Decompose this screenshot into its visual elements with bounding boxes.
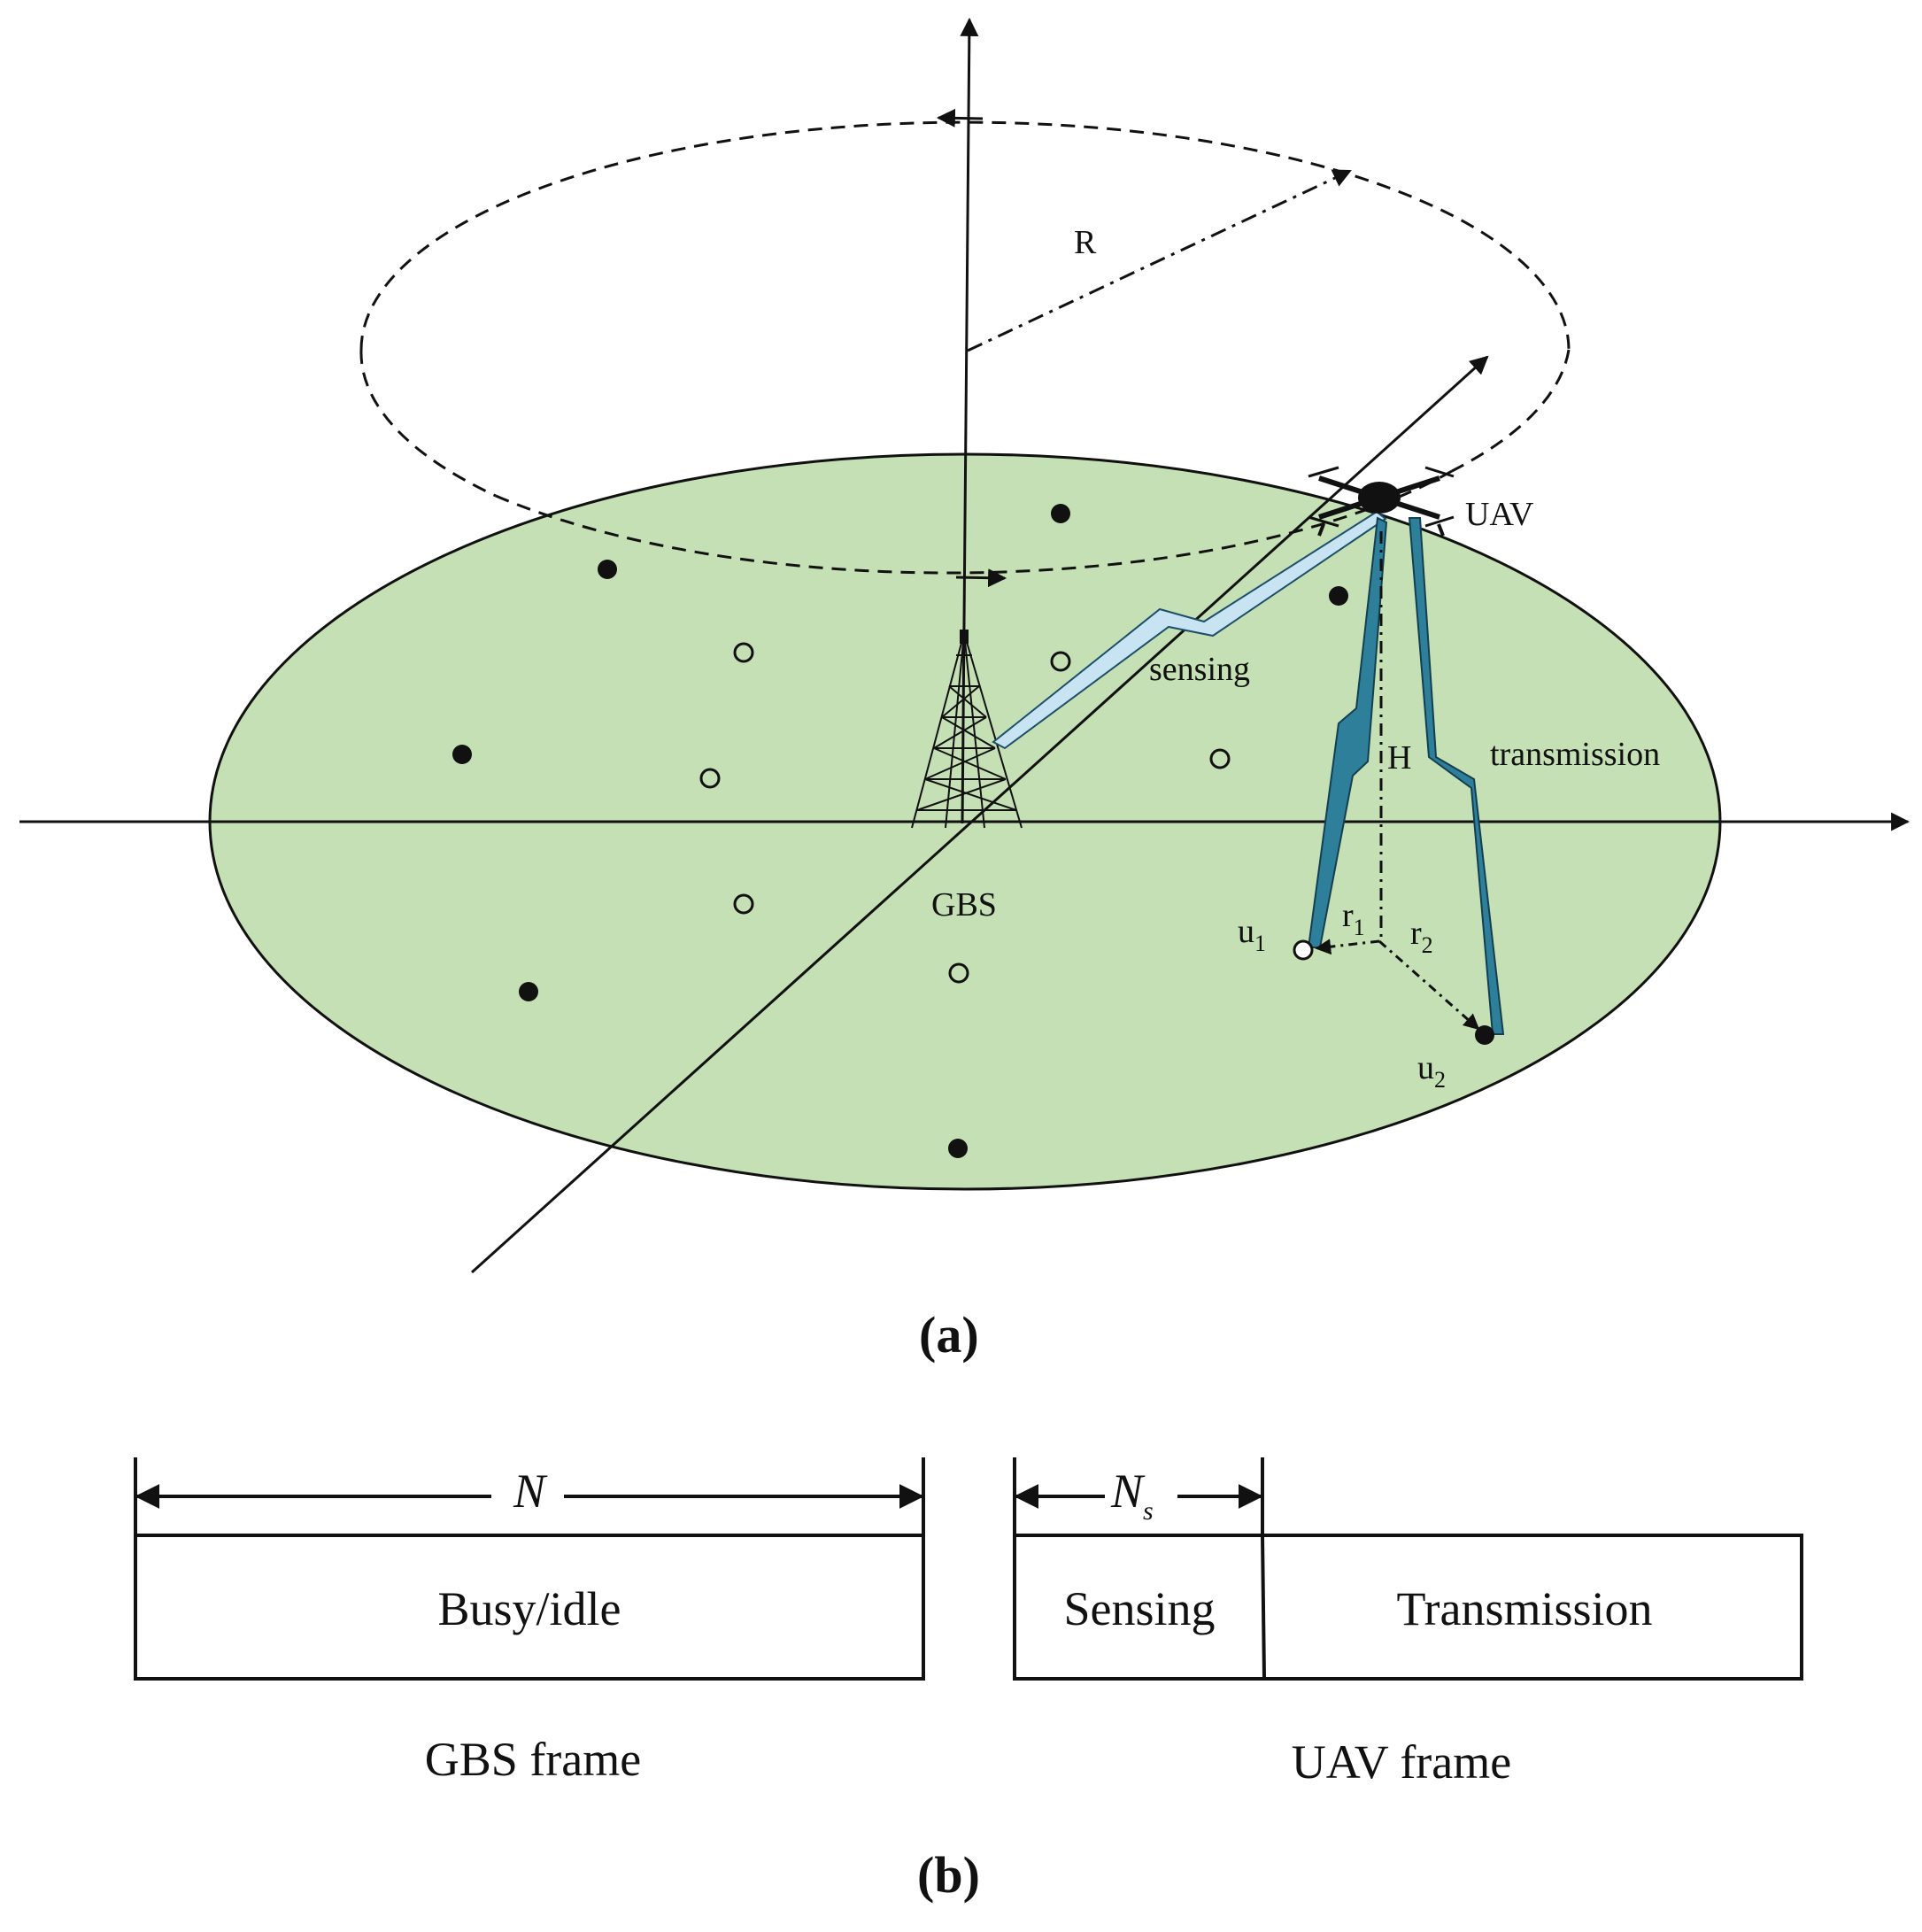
sensing-length-label: Ns xyxy=(1110,1464,1154,1526)
user-hollow xyxy=(1209,748,1231,769)
r2-label: r2 xyxy=(1410,915,1433,958)
user-u1 xyxy=(1293,939,1314,961)
r1-line xyxy=(1315,939,1380,955)
r2-subscript: 2 xyxy=(1422,932,1433,958)
uav-icon xyxy=(1308,466,1455,537)
uav-frame-divider xyxy=(1261,1534,1266,1680)
flight-circle-back-right xyxy=(1451,349,1571,473)
uav-frame-diagram: Ns Sensing Transmission UAV frame xyxy=(1013,1457,1803,1789)
u2-label: u2 xyxy=(1417,1049,1446,1093)
panel-b-caption: (b) xyxy=(917,1846,980,1904)
user-hollow xyxy=(948,962,969,984)
gbs-tower-icon xyxy=(911,630,1023,829)
user-filled xyxy=(1329,586,1348,606)
gbs-label: GBS xyxy=(931,886,997,923)
r1-label: r1 xyxy=(1342,897,1365,940)
transmission-label: transmission xyxy=(1490,736,1660,773)
sensing-block-label: Sensing xyxy=(1063,1582,1215,1635)
ground-users xyxy=(452,504,1348,1158)
u1-subscript: 1 xyxy=(1254,931,1266,956)
transmission-bolt-u2 xyxy=(1408,517,1505,1035)
sensing-bolt xyxy=(992,510,1387,750)
panel-b: N Busy/idle GBS frame Ns Sensing Transmi… xyxy=(134,1457,1803,1904)
user-filled xyxy=(598,560,617,579)
transmission-block-label: Transmission xyxy=(1396,1582,1652,1635)
user-u2 xyxy=(1475,1025,1494,1045)
busy-idle-block xyxy=(134,1534,925,1681)
flight-circle-front xyxy=(495,469,1453,575)
user-filled xyxy=(519,982,538,1001)
gbs-frame-label: GBS frame xyxy=(425,1733,641,1786)
uav-frame-block xyxy=(1013,1534,1803,1681)
sensing-label: sensing xyxy=(1149,651,1250,688)
panel-a: R xyxy=(19,17,1910,1364)
uav-frame-label: UAV frame xyxy=(1292,1735,1511,1789)
flight-circle-back xyxy=(359,120,1571,351)
sensing-length-subscript: s xyxy=(1143,1496,1154,1526)
user-filled xyxy=(948,1139,968,1158)
busy-idle-label: Busy/idle xyxy=(437,1582,621,1635)
flight-direction-arrow-top xyxy=(936,108,984,128)
gbs-frame-length-label: N xyxy=(513,1464,548,1518)
uav-label: UAV xyxy=(1465,496,1534,533)
flight-circle-back-left xyxy=(359,349,497,498)
u2-subscript: 2 xyxy=(1434,1067,1446,1093)
radius-label: R xyxy=(1074,224,1097,261)
u1-label: u1 xyxy=(1238,913,1266,956)
radius-line xyxy=(967,169,1352,352)
user-filled xyxy=(452,745,472,764)
user-hollow xyxy=(1050,651,1071,672)
gbs-frame-diagram: N Busy/idle GBS frame xyxy=(134,1457,925,1786)
z-axis xyxy=(960,17,979,824)
r1-subscript: 1 xyxy=(1354,915,1365,940)
user-hollow xyxy=(699,768,721,789)
height-label: H xyxy=(1387,739,1411,777)
panel-a-caption: (a) xyxy=(919,1306,979,1364)
y-axis xyxy=(470,355,1489,1274)
user-hollow xyxy=(733,893,754,915)
user-filled xyxy=(1051,504,1070,523)
user-hollow xyxy=(733,642,754,663)
